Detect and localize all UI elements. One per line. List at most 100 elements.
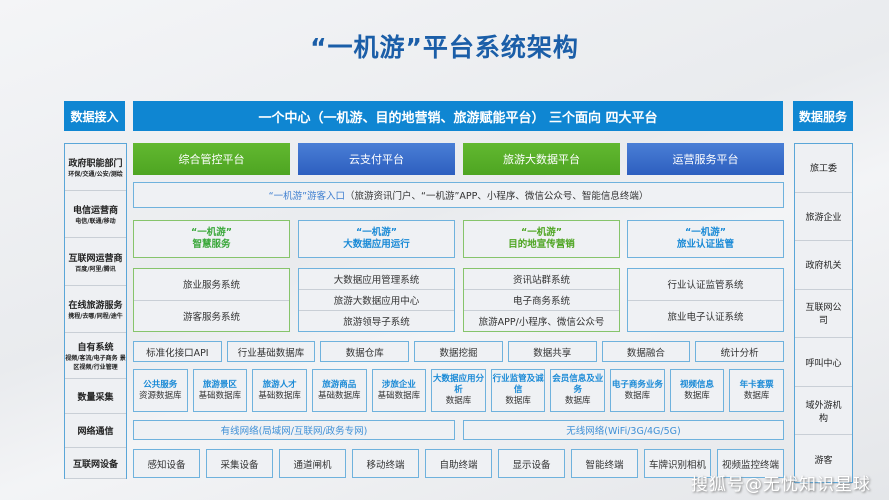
system-item: 行业认证监管系统 bbox=[628, 269, 783, 301]
device-box: 感知设备 bbox=[133, 449, 200, 478]
database-type: 数据库 bbox=[565, 396, 591, 406]
system-item: 旅业电子认证系统 bbox=[667, 311, 744, 323]
data-source-item: 政府职能部门环保/交通/公安/测绘 bbox=[65, 144, 126, 191]
system-item: 旅游大数据应用中心 bbox=[299, 290, 454, 311]
database-type: 基础数据库 bbox=[317, 390, 361, 401]
right-header: 数据服务 bbox=[793, 101, 853, 131]
data-source-item: 数量采集 bbox=[65, 379, 126, 414]
data-tool: 数据共享 bbox=[507, 341, 597, 362]
system-item: 电子商务系统 bbox=[464, 290, 619, 311]
module-systems: 旅业服务系统游客服务系统 bbox=[133, 268, 290, 332]
database-name: 大数据应用分析 bbox=[432, 374, 484, 395]
database-box: 涉旅企业基础数据库 bbox=[371, 369, 427, 412]
data-source-sub: 电信/联通/移动 bbox=[75, 218, 116, 225]
database-box: 行业监管及诚信数据库 bbox=[490, 369, 546, 412]
module-header: “一机游”旅业认证监管 bbox=[627, 220, 784, 258]
database-name: 年卡套票 bbox=[739, 379, 774, 390]
system-item: 旅游APP/小程序、微信公众号 bbox=[478, 317, 605, 328]
database-box: 电子商务业务数据库 bbox=[610, 369, 665, 412]
system-item: 游客服务系统 bbox=[182, 311, 240, 323]
data-source-name: 在线旅游服务 bbox=[68, 301, 123, 311]
platform-operation: 运营服务平台 bbox=[627, 143, 784, 175]
data-source-item: 互联网设备 bbox=[65, 448, 126, 479]
system-item: 旅业服务系统 bbox=[134, 269, 289, 301]
data-source-item: 互联网运营商百度/阿里/腾讯 bbox=[65, 238, 126, 286]
module-title-1: “一机游” bbox=[191, 227, 232, 238]
platform-control: 综合管控平台 bbox=[133, 143, 290, 175]
module-header: “一机游”智慧服务 bbox=[133, 220, 290, 258]
data-service-item: 旅游企业 bbox=[795, 193, 852, 242]
database-type: 基础数据库 bbox=[377, 390, 421, 401]
device-box: 采集设备 bbox=[206, 449, 273, 478]
module-title-1: “一机游” bbox=[521, 227, 562, 238]
data-source-name: 政府职能部门 bbox=[68, 159, 123, 169]
platform-payment: 云支付平台 bbox=[298, 143, 455, 175]
data-source-name: 电信运营商 bbox=[72, 206, 118, 216]
data-tool: 数据挖掘 bbox=[414, 341, 503, 362]
module-header: “一机游”大数据应用运行 bbox=[298, 220, 455, 258]
database-name: 旅游人才 bbox=[262, 379, 297, 390]
database-name: 涉旅企业 bbox=[381, 379, 416, 390]
wireless-network: 无线网络(WiFi/3G/4G/5G) bbox=[463, 420, 784, 440]
device-box: 移动终端 bbox=[352, 449, 419, 478]
device-box: 智能终端 bbox=[571, 449, 638, 478]
data-service-item: 互联网公司 bbox=[795, 290, 852, 339]
visitor-entry: “一机游”游客入口（旅游资讯门户、“一机游”APP、小程序、微信公众号、智能信息… bbox=[133, 182, 784, 208]
watermark: 搜狐号@无忧知识星球 bbox=[691, 475, 871, 495]
data-service-item: 旅工委 bbox=[795, 144, 852, 193]
database-type: 数据库 bbox=[505, 396, 531, 406]
module-systems: 行业认证监管系统旅业电子认证系统 bbox=[627, 268, 784, 332]
data-source-item: 自有系统视频/客流/电子商务 景区视频/行业管理 bbox=[65, 333, 126, 379]
database-type: 基础数据库 bbox=[258, 390, 301, 401]
database-box: 大数据应用分析数据库 bbox=[431, 369, 486, 412]
data-source-item: 网络通信 bbox=[65, 414, 126, 448]
database-box: 视频信息数据库 bbox=[669, 369, 725, 412]
data-source-sub: 携程/去哪/同程/途牛 bbox=[68, 313, 123, 320]
system-item: 大数据应用管理系统 bbox=[299, 269, 454, 290]
data-tool: 统计分析 bbox=[695, 341, 784, 362]
data-tool: 标准化接口API bbox=[133, 341, 222, 362]
platform-bigdata: 旅游大数据平台 bbox=[463, 143, 620, 175]
data-source-list: 政府职能部门环保/交通/公安/测绘电信运营商电信/联通/移动互联网运营商百度/阿… bbox=[64, 143, 127, 479]
database-type: 数据库 bbox=[445, 396, 472, 406]
device-box: 显示设备 bbox=[498, 449, 565, 478]
data-tool: 行业基础数据库 bbox=[226, 341, 316, 362]
data-source-name: 自有系统 bbox=[77, 343, 114, 353]
module-header: “一机游”目的地宣传营销 bbox=[463, 220, 620, 258]
data-service-item: 呼叫中心 bbox=[795, 338, 852, 387]
module-systems: 资讯站群系统电子商务系统旅游APP/小程序、微信公众号 bbox=[463, 268, 620, 332]
data-service-list: 旅工委旅游企业政府机关互联网公司呼叫中心域外游机构游客 bbox=[794, 143, 853, 484]
data-tool: 数据仓库 bbox=[320, 341, 410, 362]
data-source-sub: 环保/交通/公安/测绘 bbox=[68, 171, 123, 178]
module-title-2: 旅业认证监管 bbox=[676, 239, 734, 250]
entry-text: （旅游资讯门户、“一机游”APP、小程序、微信公众号、智能信息终端） bbox=[345, 191, 649, 202]
database-box: 公共服务资源数据库 bbox=[133, 369, 188, 412]
database-name: 旅游商品 bbox=[322, 379, 357, 390]
database-type: 数据库 bbox=[624, 390, 651, 401]
data-source-item: 电信运营商电信/联通/移动 bbox=[65, 191, 126, 238]
system-item: 旅游领导子系统 bbox=[343, 317, 410, 328]
data-tool: 数据融合 bbox=[601, 341, 691, 362]
data-service-item: 域外游机构 bbox=[795, 387, 852, 436]
data-source-sub: 百度/阿里/腾讯 bbox=[75, 265, 116, 273]
data-source-name: 互联网设备 bbox=[72, 459, 118, 470]
device-box: 通道闸机 bbox=[279, 449, 346, 478]
device-box: 视频监控终端 bbox=[717, 449, 784, 478]
wired-network: 有线网络(局域网/互联网/政务专网) bbox=[133, 420, 455, 440]
data-service-item: 游客 bbox=[795, 435, 852, 484]
module-title-2: 大数据应用运行 bbox=[343, 239, 410, 250]
banner: 一个中心（一机游、目的地营销、旅游赋能平台） 三个面向 四大平台 bbox=[133, 101, 783, 131]
data-source-name: 数量采集 bbox=[77, 392, 114, 403]
database-box: 旅游景区基础数据库 bbox=[192, 369, 248, 412]
database-box: 旅游人才基础数据库 bbox=[252, 369, 307, 412]
data-source-item: 在线旅游服务携程/去哪/同程/途牛 bbox=[65, 286, 126, 333]
entry-highlight: “一机游”游客入口 bbox=[268, 191, 346, 202]
database-type: 资源数据库 bbox=[139, 390, 182, 401]
system-item: 资讯站群系统 bbox=[464, 269, 619, 290]
data-source-name: 互联网运营商 bbox=[68, 253, 123, 264]
database-type: 基础数据库 bbox=[198, 390, 242, 401]
database-box: 年卡套票数据库 bbox=[729, 369, 784, 412]
data-source-sub: 视频/客流/电子商务 景区视频/行业管理 bbox=[65, 355, 126, 371]
module-title-1: “一机游” bbox=[685, 227, 726, 238]
database-name: 公共服务 bbox=[143, 379, 178, 390]
